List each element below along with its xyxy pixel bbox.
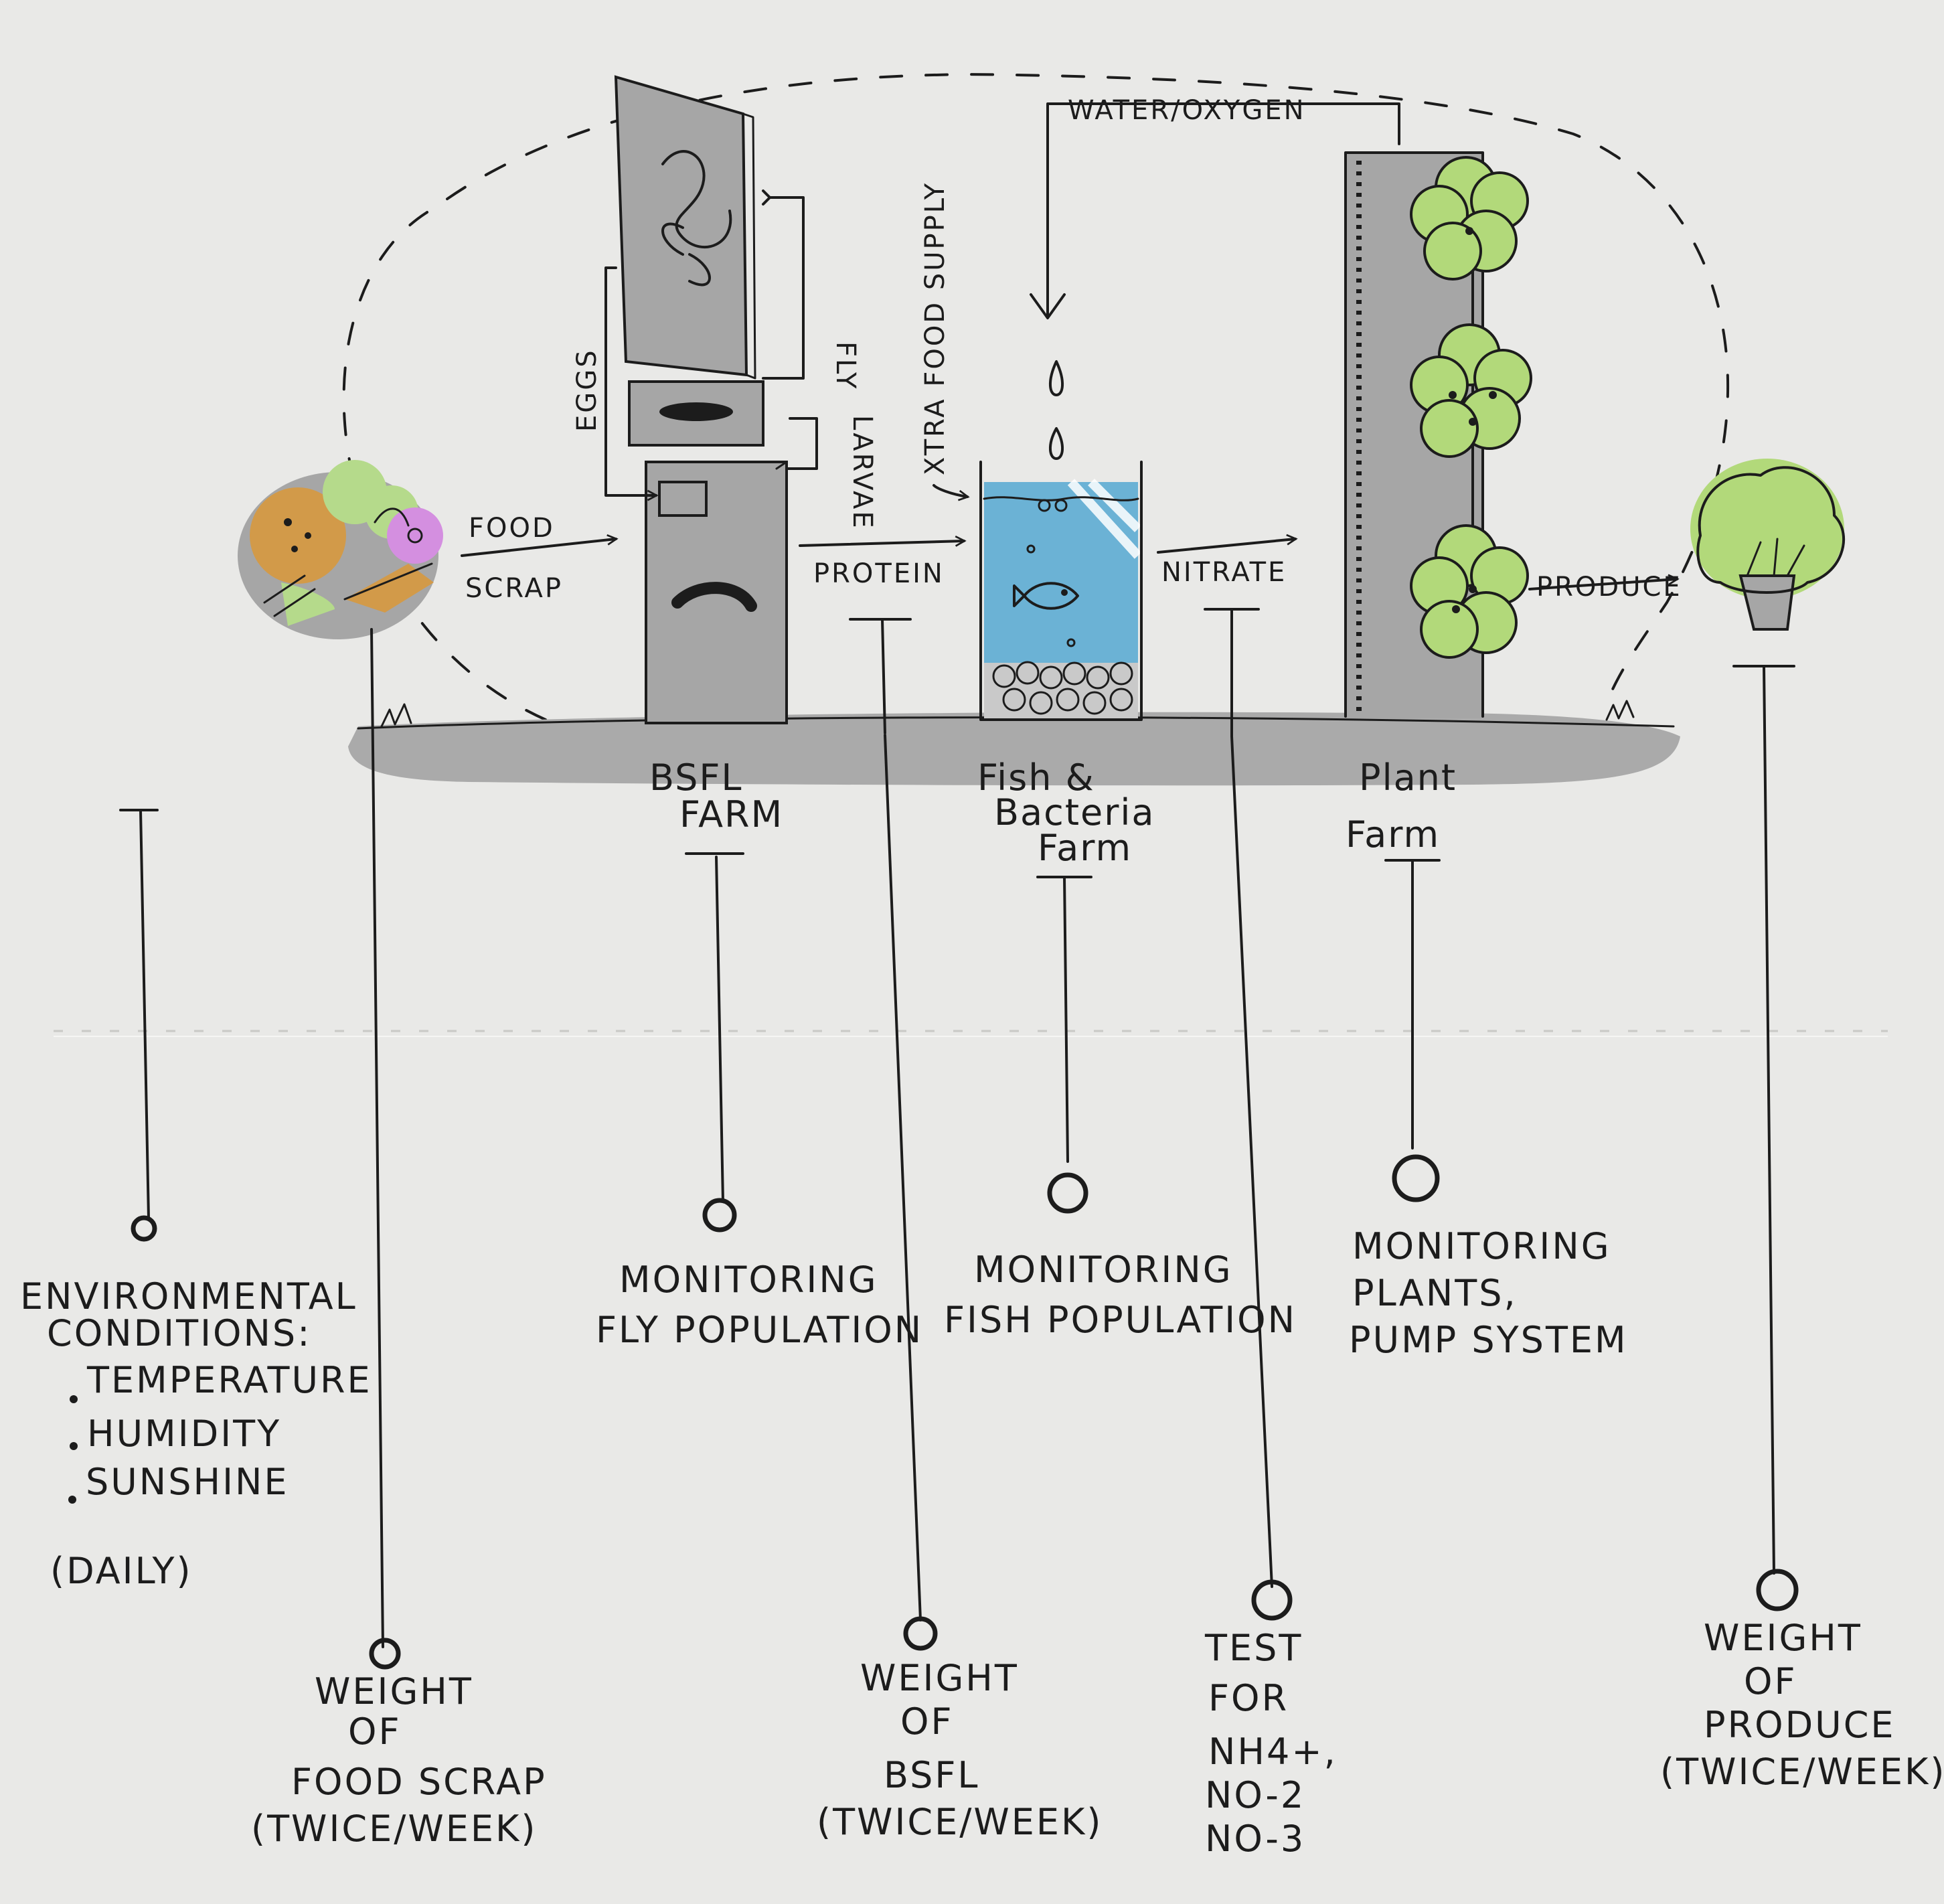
plant-middle bbox=[1410, 323, 1532, 458]
cycle-loop-dashed bbox=[342, 73, 1730, 721]
monitor-weight-produce: WEIGHT OF PRODUCE (TWICE/WEEK) bbox=[1660, 1617, 1944, 1793]
svg-text:WEIGHT: WEIGHT bbox=[860, 1657, 1019, 1699]
svg-text:(TWICE/WEEK): (TWICE/WEEK) bbox=[1660, 1751, 1944, 1793]
ground-line bbox=[357, 716, 1675, 730]
label-plant-line2: Farm bbox=[1346, 813, 1440, 856]
plant-farm-tower bbox=[1344, 151, 1532, 718]
monitor-nodes bbox=[131, 1154, 1799, 1670]
label-bsfl-line1: BSFL bbox=[649, 757, 743, 799]
eggs-arrow bbox=[604, 266, 656, 495]
svg-text:NO-3: NO-3 bbox=[1205, 1818, 1305, 1860]
label-eggs: EGGS bbox=[572, 348, 602, 432]
produce-arrow bbox=[1528, 579, 1677, 590]
svg-text:(TWICE/WEEK): (TWICE/WEEK) bbox=[817, 1801, 1103, 1843]
monitor-weight-food-scrap: WEIGHT OF FOOD SCRAP (TWICE/WEEK) bbox=[251, 1670, 547, 1850]
monitor-drop-lines bbox=[119, 608, 1795, 1648]
label-bsfl-line2: FARM bbox=[679, 793, 783, 836]
svg-text:PRODUCE: PRODUCE bbox=[1704, 1704, 1896, 1746]
monitor-test-nitrogen: TEST FOR NH4+, NO-2 NO-3 bbox=[1204, 1627, 1338, 1860]
svg-text:WEIGHT: WEIGHT bbox=[1704, 1617, 1862, 1659]
svg-text:MONITORING: MONITORING bbox=[1352, 1225, 1611, 1267]
gravel-bed bbox=[992, 661, 1133, 715]
larva-icon-large bbox=[671, 582, 757, 612]
label-plant-line1: Plant bbox=[1359, 757, 1457, 799]
nitrate-arrow bbox=[1157, 539, 1295, 554]
node-fish-population bbox=[1047, 1172, 1088, 1214]
label-produce: PRODUCE bbox=[1536, 572, 1682, 603]
label-nitrate: NITRATE bbox=[1161, 557, 1287, 588]
svg-text:FOR: FOR bbox=[1208, 1677, 1289, 1719]
node-environment bbox=[131, 1215, 157, 1242]
plant-top bbox=[1410, 156, 1529, 281]
svg-text:MONITORING: MONITORING bbox=[974, 1249, 1233, 1291]
label-food: FOOD bbox=[469, 513, 555, 544]
broccoli-produce-icon bbox=[1690, 459, 1846, 631]
label-larvae: LARVAE bbox=[847, 415, 878, 530]
xtra-food-arrow bbox=[933, 484, 967, 497]
protein-arrow bbox=[799, 541, 964, 547]
svg-text:NH4+,: NH4+, bbox=[1208, 1731, 1338, 1773]
svg-text:CONDITIONS:: CONDITIONS: bbox=[47, 1312, 311, 1354]
larva-icon bbox=[659, 402, 733, 421]
svg-text:FLY POPULATION: FLY POPULATION bbox=[596, 1309, 923, 1351]
label-fish-line3: Farm bbox=[1038, 827, 1132, 869]
paper-fold-line bbox=[54, 1030, 1888, 1037]
svg-text:ENVIRONMENTAL: ENVIRONMENTAL bbox=[20, 1275, 357, 1318]
monitor-plants-pump-system: MONITORING PLANTS, PUMP SYSTEM bbox=[1349, 1225, 1628, 1361]
fish-and-bacteria-tank bbox=[979, 461, 1143, 721]
grass-tufts bbox=[380, 700, 1635, 728]
monitor-fish-population: MONITORING FISH POPULATION bbox=[944, 1249, 1297, 1341]
svg-text:FISH POPULATION: FISH POPULATION bbox=[944, 1299, 1297, 1341]
node-weight-bsfl bbox=[903, 1616, 938, 1651]
svg-text:NO-2: NO-2 bbox=[1205, 1774, 1305, 1816]
svg-text:PLANTS,: PLANTS, bbox=[1352, 1272, 1518, 1314]
monitor-environmental-conditions: ENVIRONMENTAL CONDITIONS: TEMPERATURE HU… bbox=[20, 1275, 372, 1592]
fly-icon bbox=[661, 150, 732, 249]
svg-text:MONITORING: MONITORING bbox=[619, 1259, 878, 1301]
node-weight-produce bbox=[1756, 1569, 1799, 1611]
water-drop-2 bbox=[1049, 427, 1064, 460]
svg-text:TEMPERATURE: TEMPERATURE bbox=[86, 1359, 372, 1401]
fish-icon bbox=[1013, 582, 1079, 610]
svg-text:SUNSHINE: SUNSHINE bbox=[86, 1461, 289, 1503]
food-scrap-arrow bbox=[461, 539, 616, 557]
label-fly: FLY bbox=[830, 341, 861, 390]
node-test-nitrogen bbox=[1251, 1579, 1293, 1621]
water-oxygen-loop bbox=[1046, 102, 1400, 316]
svg-text:OF: OF bbox=[900, 1700, 954, 1743]
svg-text:PUMP SYSTEM: PUMP SYSTEM bbox=[1349, 1319, 1628, 1361]
svg-text:TEST: TEST bbox=[1204, 1627, 1303, 1669]
node-plants-pump bbox=[1392, 1154, 1440, 1202]
label-scrap: SCRAP bbox=[465, 573, 563, 604]
monitor-fly-population: MONITORING FLY POPULATION bbox=[596, 1259, 923, 1351]
svg-text:FOOD SCRAP: FOOD SCRAP bbox=[291, 1761, 547, 1803]
monitor-weight-bsfl: WEIGHT OF BSFL (TWICE/WEEK) bbox=[817, 1657, 1103, 1843]
svg-text:(TWICE/WEEK): (TWICE/WEEK) bbox=[251, 1808, 538, 1850]
label-water-oxygen: WATER/OXYGEN bbox=[1068, 95, 1306, 126]
svg-text:HUMIDITY: HUMIDITY bbox=[87, 1413, 281, 1455]
water-drop-1 bbox=[1049, 360, 1064, 396]
food-scrap-pile bbox=[238, 460, 443, 639]
egg-tray-icon bbox=[658, 481, 708, 517]
plant-bottom bbox=[1410, 524, 1529, 659]
label-xtra-food-supply: XTRA FOOD SUPPLY bbox=[920, 181, 951, 475]
node-weight-food-scrap bbox=[369, 1638, 401, 1670]
label-fish-line2: Bacteria bbox=[994, 791, 1155, 834]
fly-bracket bbox=[762, 196, 805, 380]
svg-text:OF: OF bbox=[348, 1711, 402, 1753]
svg-text:WEIGHT: WEIGHT bbox=[315, 1670, 473, 1713]
svg-text:(DAILY): (DAILY) bbox=[50, 1550, 193, 1592]
svg-text:BSFL: BSFL bbox=[884, 1754, 980, 1796]
svg-text:OF: OF bbox=[1744, 1660, 1797, 1702]
larvae-arrow bbox=[785, 417, 818, 470]
bsfl-farm bbox=[614, 75, 788, 724]
label-protein: PROTEIN bbox=[813, 558, 945, 589]
ground-strip bbox=[348, 712, 1680, 786]
label-fish-line1: Fish & bbox=[977, 757, 1095, 799]
node-fly-population bbox=[702, 1198, 737, 1233]
